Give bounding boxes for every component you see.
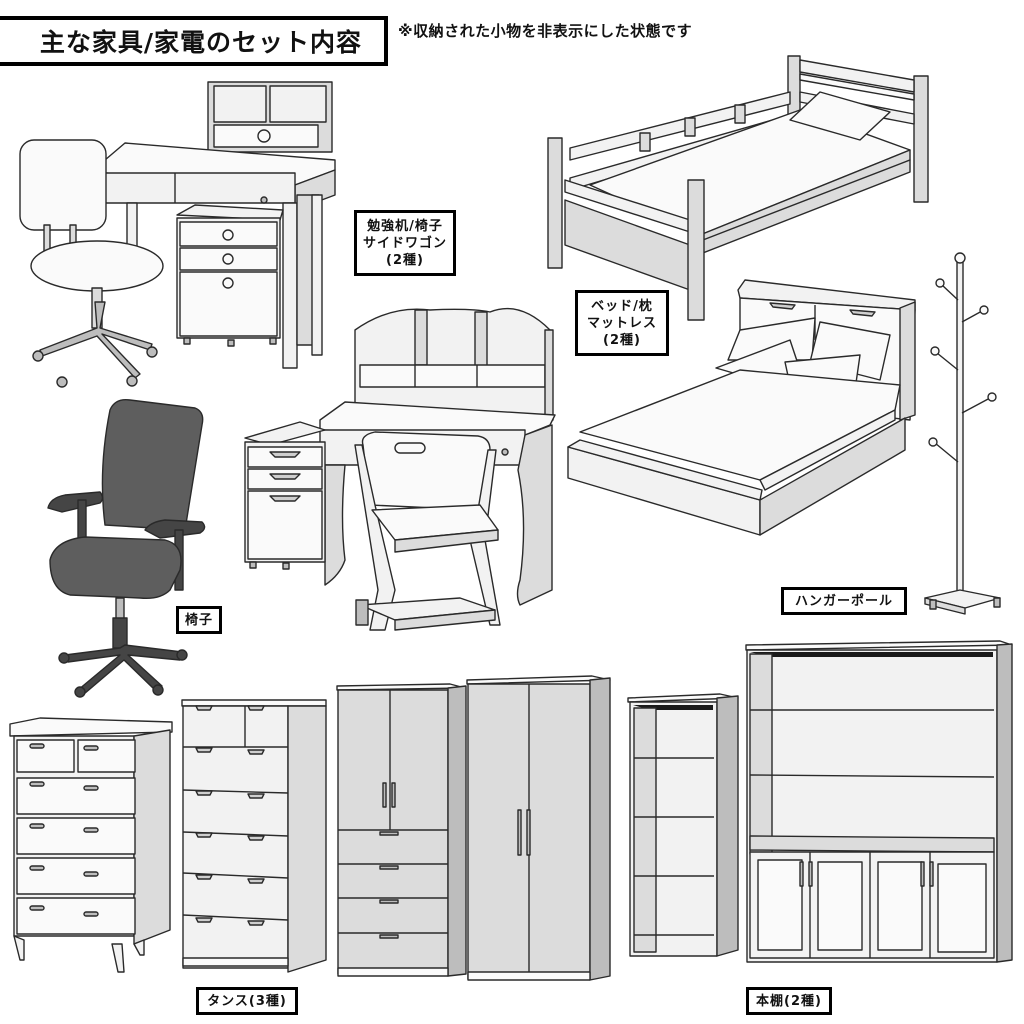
label-tansu-text: タンス(3種) — [207, 993, 287, 1009]
wardrobe-tall — [466, 675, 611, 981]
bookshelf-small — [627, 693, 739, 957]
label-desk-set-line2: サイドワゴン — [362, 235, 447, 251]
label-chair-text: 椅子 — [184, 612, 213, 628]
desk-set-1 — [19, 81, 336, 388]
single-bed — [547, 55, 929, 321]
label-hanger-pole: ハンガーポール — [781, 587, 907, 615]
label-bed-set: ベッド/枕 マットレス (2種) — [575, 290, 669, 356]
label-tansu: タンス(3種) — [196, 987, 298, 1015]
label-bookshelf-text: 本棚(2種) — [756, 993, 822, 1009]
label-bed-set-line2: マットレス — [586, 315, 657, 331]
desk-set-2 — [244, 307, 556, 631]
label-chair: 椅子 — [176, 606, 222, 634]
label-desk-set-line3: (2種) — [386, 252, 424, 268]
label-hanger-pole-text: ハンガーポール — [794, 593, 893, 609]
label-desk-set: 勉強机/椅子 サイドワゴン (2種) — [354, 210, 456, 276]
hanger-pole — [924, 252, 1001, 615]
page-title: 主な家具/家電のセット内容 — [39, 28, 362, 57]
wardrobe-with-drawers — [336, 683, 467, 977]
hidden-items-note: ※収納された小物を非表示にした状態です — [398, 22, 693, 40]
label-bookshelf: 本棚(2種) — [746, 987, 832, 1015]
office-chair — [47, 399, 206, 698]
label-bed-set-line3: (2種) — [603, 332, 641, 348]
label-bed-set-line1: ベッド/枕 — [591, 298, 653, 314]
page-title-box: 主な家具/家電のセット内容 — [0, 16, 388, 66]
label-desk-set-line1: 勉強机/椅子 — [367, 218, 443, 234]
chest-1 — [9, 717, 173, 973]
bookshelf-large — [745, 640, 1013, 963]
chest-2 — [181, 699, 327, 973]
double-bed — [567, 279, 916, 536]
